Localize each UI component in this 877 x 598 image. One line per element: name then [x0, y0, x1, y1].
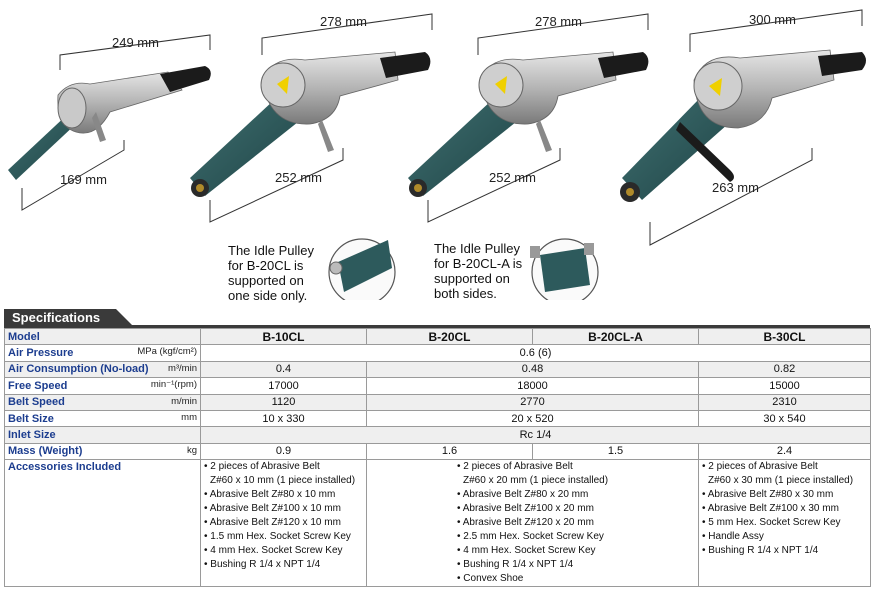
cell-air-consumption-b30cl: 0.82 — [698, 360, 871, 379]
list-item: • Abrasive Belt Z#100 x 10 mm — [204, 503, 341, 515]
row-label-belt-size: Belt Size — [8, 412, 54, 425]
spec-divider — [4, 325, 870, 328]
row-label-model: Model — [4, 327, 201, 346]
list-item: • Convex Shoe — [457, 573, 524, 585]
table-row-air-consumption: Air Consumption (No-load) m³/min 0.4 0.48… — [4, 360, 871, 379]
list-item: • Abrasive Belt Z#120 x 20 mm — [457, 517, 594, 529]
list-item: • Abrasive Belt Z#120 x 10 mm — [204, 517, 341, 529]
unit-belt-speed: m/min — [171, 395, 197, 407]
tool-b10cl-image — [8, 34, 211, 211]
tools-illustration — [8, 9, 866, 300]
table-row-inlet-size: Inlet Size Rc 1/4 — [4, 426, 871, 444]
dim-b30cl-width: 300 mm — [749, 12, 796, 27]
list-item: • 4 mm Hex. Socket Screw Key — [457, 545, 596, 557]
cell-accessories-b10cl: • 2 pieces of Abrasive Belt Z#60 x 10 mm… — [200, 459, 367, 588]
spec-table: Model B-10CL B-20CL B-20CL-A B-30CL Air … — [4, 327, 871, 588]
unit-air-consumption: m³/min — [167, 362, 197, 374]
cell-accessories-b30cl: • 2 pieces of Abrasive Belt Z#60 x 30 mm… — [698, 459, 871, 588]
row-label-air-pressure: Air Pressure — [8, 347, 74, 360]
cell-free-speed-b20cl: 18000 — [366, 377, 699, 395]
cell-inlet-size: Rc 1/4 — [200, 426, 871, 444]
dim-b20cla-length: 252 mm — [489, 170, 536, 185]
list-item: • Abrasive Belt Z#80 x 10 mm — [204, 489, 336, 501]
dim-b20cl-width: 278 mm — [320, 14, 367, 29]
table-row-accessories: Accessories Included • 2 pieces of Abras… — [4, 459, 871, 588]
table-row-belt-size: Belt Size mm 10 x 330 20 x 520 30 x 540 — [4, 409, 871, 428]
col-header-b20cl: B-20CL — [366, 327, 533, 346]
cell-belt-speed-b20cl: 2770 — [366, 393, 699, 411]
tool-b20cla-image — [408, 13, 649, 223]
dim-b20cla-width: 278 mm — [535, 14, 582, 29]
list-item: • 2.5 mm Hex. Socket Screw Key — [457, 531, 604, 543]
unit-mass: kg — [186, 444, 197, 456]
table-row-air-pressure: Air Pressure MPa (kgf/cm²) 0.6 (6) — [4, 344, 871, 362]
cell-mass-b20cla: 1.5 — [532, 442, 699, 461]
list-item: • Abrasive Belt Z#80 x 30 mm — [702, 489, 834, 501]
dim-b20cl-length: 252 mm — [275, 170, 322, 185]
row-label-free-speed: Free Speed — [8, 379, 68, 392]
spec-title: Specifications — [4, 309, 134, 327]
unit-air-pressure: MPa (kgf/cm²) — [137, 346, 197, 358]
cell-belt-size-b10cl: 10 x 330 — [200, 409, 367, 428]
list-item: Z#60 x 20 mm (1 piece installed) — [463, 475, 609, 487]
list-item: • 5 mm Hex. Socket Screw Key — [702, 517, 841, 529]
unit-free-speed: min⁻¹(rpm) — [150, 379, 197, 391]
cell-belt-speed-b30cl: 2310 — [698, 393, 871, 411]
list-item: • Handle Assy — [702, 531, 764, 543]
dim-b30cl-length: 263 mm — [712, 180, 759, 195]
row-label-inlet-size: Inlet Size — [4, 426, 201, 444]
cell-belt-size-b30cl: 30 x 540 — [698, 409, 871, 428]
list-item: • Abrasive Belt Z#100 x 20 mm — [457, 503, 594, 515]
cell-belt-size-b20cl: 20 x 520 — [366, 409, 699, 428]
col-header-b20cla: B-20CL-A — [532, 327, 699, 346]
cell-air-consumption-b20cl: 0.48 — [366, 360, 699, 379]
cell-free-speed-b10cl: 17000 — [200, 377, 367, 395]
list-item: • Bushing R 1/4 x NPT 1/4 — [702, 545, 819, 557]
list-item: • 2 pieces of Abrasive Belt — [702, 461, 818, 473]
cell-mass-b10cl: 0.9 — [200, 442, 367, 461]
tool-b30cl-image — [620, 9, 866, 246]
cell-free-speed-b30cl: 15000 — [698, 377, 871, 395]
row-label-mass: Mass (Weight) — [8, 445, 83, 458]
list-item: • 1.5 mm Hex. Socket Screw Key — [204, 531, 351, 543]
list-item: Z#60 x 30 mm (1 piece installed) — [708, 475, 854, 487]
list-item: • 4 mm Hex. Socket Screw Key — [204, 545, 343, 557]
dim-b10cl-width: 249 mm — [112, 35, 159, 50]
idle-pulley-callout-b20cl — [328, 238, 396, 300]
row-label-accessories: Accessories Included — [4, 459, 201, 588]
list-item: • Bushing R 1/4 x NPT 1/4 — [204, 559, 321, 571]
dim-b10cl-length: 169 mm — [60, 172, 107, 187]
table-row-model: Model B-10CL B-20CL B-20CL-A B-30CL — [4, 327, 871, 346]
cell-air-consumption-b10cl: 0.4 — [200, 360, 367, 379]
table-row-free-speed: Free Speed min⁻¹(rpm) 17000 18000 15000 — [4, 377, 871, 395]
col-header-b10cl: B-10CL — [200, 327, 367, 346]
table-row-belt-speed: Belt Speed m/min 1120 2770 2310 — [4, 393, 871, 411]
tool-b20cl-image — [190, 13, 433, 223]
list-item: • 2 pieces of Abrasive Belt — [204, 461, 320, 473]
list-item: • Abrasive Belt Z#100 x 30 mm — [702, 503, 839, 515]
list-item: • Abrasive Belt Z#80 x 20 mm — [457, 489, 589, 501]
cell-accessories-b20cl: • 2 pieces of Abrasive Belt Z#60 x 20 mm… — [366, 459, 699, 588]
row-label-air-consumption: Air Consumption (No-load) — [8, 363, 149, 376]
idle-pulley-callout-b20cla — [530, 238, 599, 300]
unit-belt-size: mm — [181, 411, 197, 423]
cell-mass-b30cl: 2.4 — [698, 442, 871, 461]
row-label-belt-speed: Belt Speed — [8, 396, 65, 409]
cell-air-pressure: 0.6 (6) — [200, 344, 871, 362]
list-item: Z#60 x 10 mm (1 piece installed) — [210, 475, 356, 487]
list-item: • 2 pieces of Abrasive Belt — [457, 461, 573, 473]
cell-belt-speed-b10cl: 1120 — [200, 393, 367, 411]
cell-mass-b20cl: 1.6 — [366, 442, 533, 461]
list-item: • Bushing R 1/4 x NPT 1/4 — [457, 559, 574, 571]
table-row-mass: Mass (Weight) kg 0.9 1.6 1.5 2.4 — [4, 442, 871, 461]
col-header-b30cl: B-30CL — [698, 327, 871, 346]
